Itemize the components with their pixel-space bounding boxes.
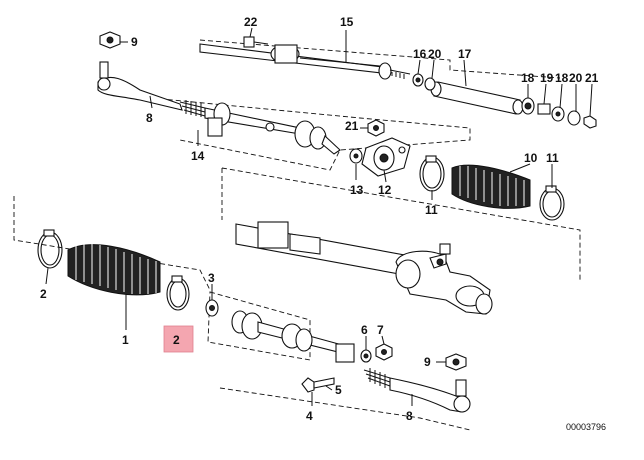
clamp-11b <box>539 185 565 221</box>
callout-21-mid: 21 <box>345 119 359 133</box>
clamp-2a <box>37 229 63 269</box>
upper-inner-tie-rod <box>204 102 341 155</box>
highlight-box <box>163 325 194 353</box>
bolt-22 <box>243 36 269 48</box>
washer-16 <box>412 73 424 87</box>
callout-2-left: 2 <box>40 287 47 301</box>
callout-1: 1 <box>122 333 129 347</box>
steering-gear-housing <box>235 221 493 315</box>
callout-9-lower: 9 <box>424 355 431 369</box>
mount-bracket-12 <box>361 137 411 177</box>
upper-steering-shaft <box>199 43 411 80</box>
clamp-11a <box>419 155 445 192</box>
callout-12: 12 <box>378 183 392 197</box>
lower-tie-rod-end <box>363 368 471 413</box>
callout-17: 17 <box>458 47 472 61</box>
washer-20a <box>424 77 436 91</box>
nut-7 <box>375 343 393 361</box>
callout-18-b: 18 <box>555 71 569 85</box>
callout-21-right: 21 <box>585 71 599 85</box>
callout-4: 4 <box>306 409 313 423</box>
diagram-id: 00003796 <box>566 422 606 432</box>
callout-9-upper: 9 <box>131 35 138 49</box>
callout-20-upper: 20 <box>428 47 442 61</box>
bolt-5 <box>301 377 335 393</box>
callout-8-upper: 8 <box>146 111 153 125</box>
hardware-cluster-right <box>521 97 597 129</box>
washer-13 <box>349 148 363 164</box>
callout-16: 16 <box>413 47 427 61</box>
callout-6: 6 <box>361 323 368 337</box>
upper-tie-rod-group-outline <box>119 39 561 171</box>
callout-22: 22 <box>244 15 258 29</box>
steering-housing-outline <box>221 167 581 280</box>
callout-11-left: 11 <box>425 203 438 217</box>
callout-19: 19 <box>540 71 554 85</box>
nut-21-upper <box>367 119 385 137</box>
callout-3: 3 <box>208 271 215 285</box>
leader-lines <box>45 27 593 406</box>
callout-18-a: 18 <box>521 71 535 85</box>
callout-8-lower: 8 <box>406 409 413 423</box>
clamp-2b <box>166 275 190 311</box>
rubber-boot-10 <box>451 164 531 209</box>
callout-20-b: 20 <box>569 71 583 85</box>
lower-nut-9 <box>445 353 467 371</box>
lower-inner-tie-rod <box>231 310 355 363</box>
upper-nut-9 <box>99 31 121 49</box>
damper-tube-17 <box>430 81 524 115</box>
callout-7: 7 <box>377 323 384 337</box>
callout-13: 13 <box>350 183 364 197</box>
washer-3 <box>205 299 219 317</box>
rubber-boot-1 <box>67 244 161 296</box>
callout-14: 14 <box>191 149 205 163</box>
callout-labels: 22 15 9 16 20 17 18 19 18 20 21 8 21 14 … <box>40 15 599 423</box>
washer-6 <box>360 349 372 363</box>
callout-10: 10 <box>524 151 538 165</box>
callout-11-right: 11 <box>546 151 559 165</box>
upper-tie-rod-end <box>97 61 206 117</box>
callout-2-highlighted: 2 <box>173 333 180 347</box>
callout-5: 5 <box>335 383 342 397</box>
callout-15: 15 <box>340 15 354 29</box>
